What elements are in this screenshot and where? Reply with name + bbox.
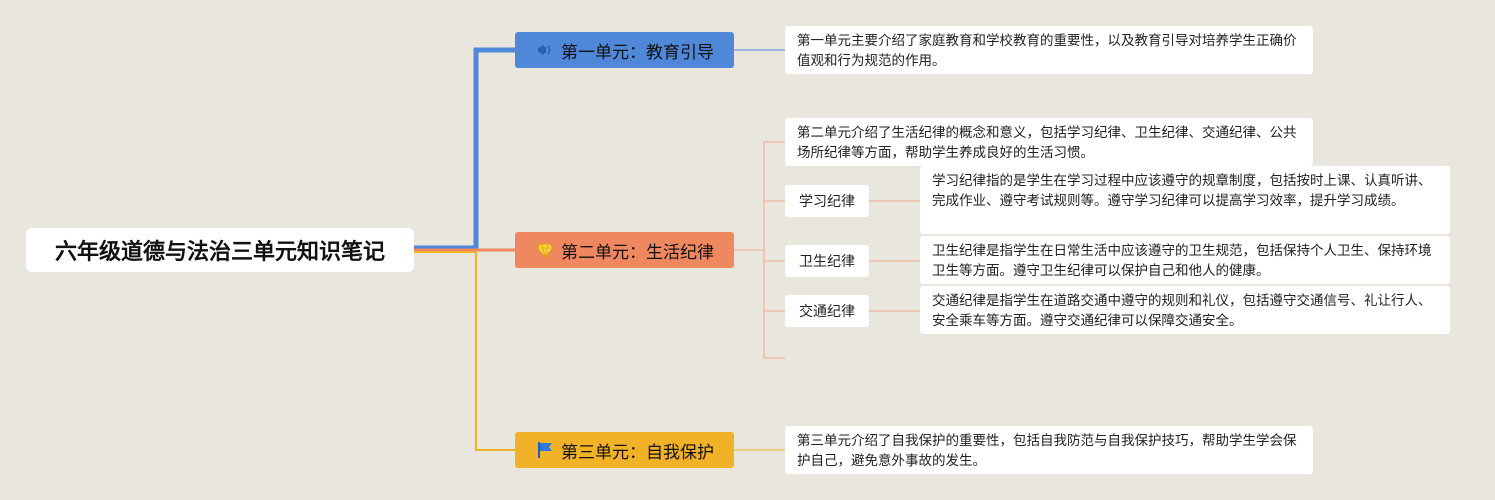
hygiene-discipline-note[interactable]: 卫生纪律是指学生在日常生活中应该遵守的卫生规范，包括保持个人卫生、保持环境卫生等… bbox=[920, 236, 1450, 284]
unit1-label: 第一单元：教育引导 bbox=[561, 42, 714, 63]
unit1-note[interactable]: 第一单元主要介绍了家庭教育和学校教育的重要性，以及教育引导对培养学生正确价值观和… bbox=[785, 26, 1313, 74]
link-sub-notes bbox=[869, 200, 920, 312]
root-topic[interactable]: 六年级道德与法治三单元知识笔记 bbox=[26, 228, 414, 272]
flag-icon bbox=[535, 440, 555, 460]
unit2-note[interactable]: 第二单元介绍了生活纪律的概念和意义，包括学习纪律、卫生纪律、交通纪律、公共场所纪… bbox=[785, 118, 1313, 166]
study-discipline-note[interactable]: 学习纪律指的是学生在学习过程中应该遵守的规章制度，包括按时上课、认真听讲、完成作… bbox=[920, 166, 1450, 234]
subtopic-hygiene-discipline[interactable]: 卫生纪律 bbox=[785, 245, 869, 277]
traffic-discipline-note[interactable]: 交通纪律是指学生在道路交通中遵守的规则和礼仪，包括遵守交通信号、礼让行人、安全乘… bbox=[920, 286, 1450, 334]
link-root-unit1 bbox=[414, 47, 515, 251]
link-root-unit3 bbox=[414, 251, 515, 451]
unit3-topic[interactable]: 第三单元：自我保护 bbox=[515, 432, 734, 468]
subtopic-study-discipline[interactable]: 学习纪律 bbox=[785, 185, 869, 217]
unit2-label: 第二单元：生活纪律 bbox=[561, 242, 714, 263]
unit1-topic[interactable]: 第一单元：教育引导 bbox=[515, 32, 734, 68]
megaphone-icon bbox=[535, 40, 555, 60]
unit3-note[interactable]: 第三单元介绍了自我保护的重要性，包括自我防范与自我保护技巧，帮助学生学会保护自己… bbox=[785, 426, 1313, 474]
gem-icon bbox=[535, 240, 555, 260]
unit2-topic[interactable]: 第二单元：生活纪律 bbox=[515, 232, 734, 268]
subtopic-traffic-discipline[interactable]: 交通纪律 bbox=[785, 295, 869, 327]
link-unit2-bracket bbox=[734, 141, 785, 359]
unit3-label: 第三单元：自我保护 bbox=[561, 442, 714, 463]
